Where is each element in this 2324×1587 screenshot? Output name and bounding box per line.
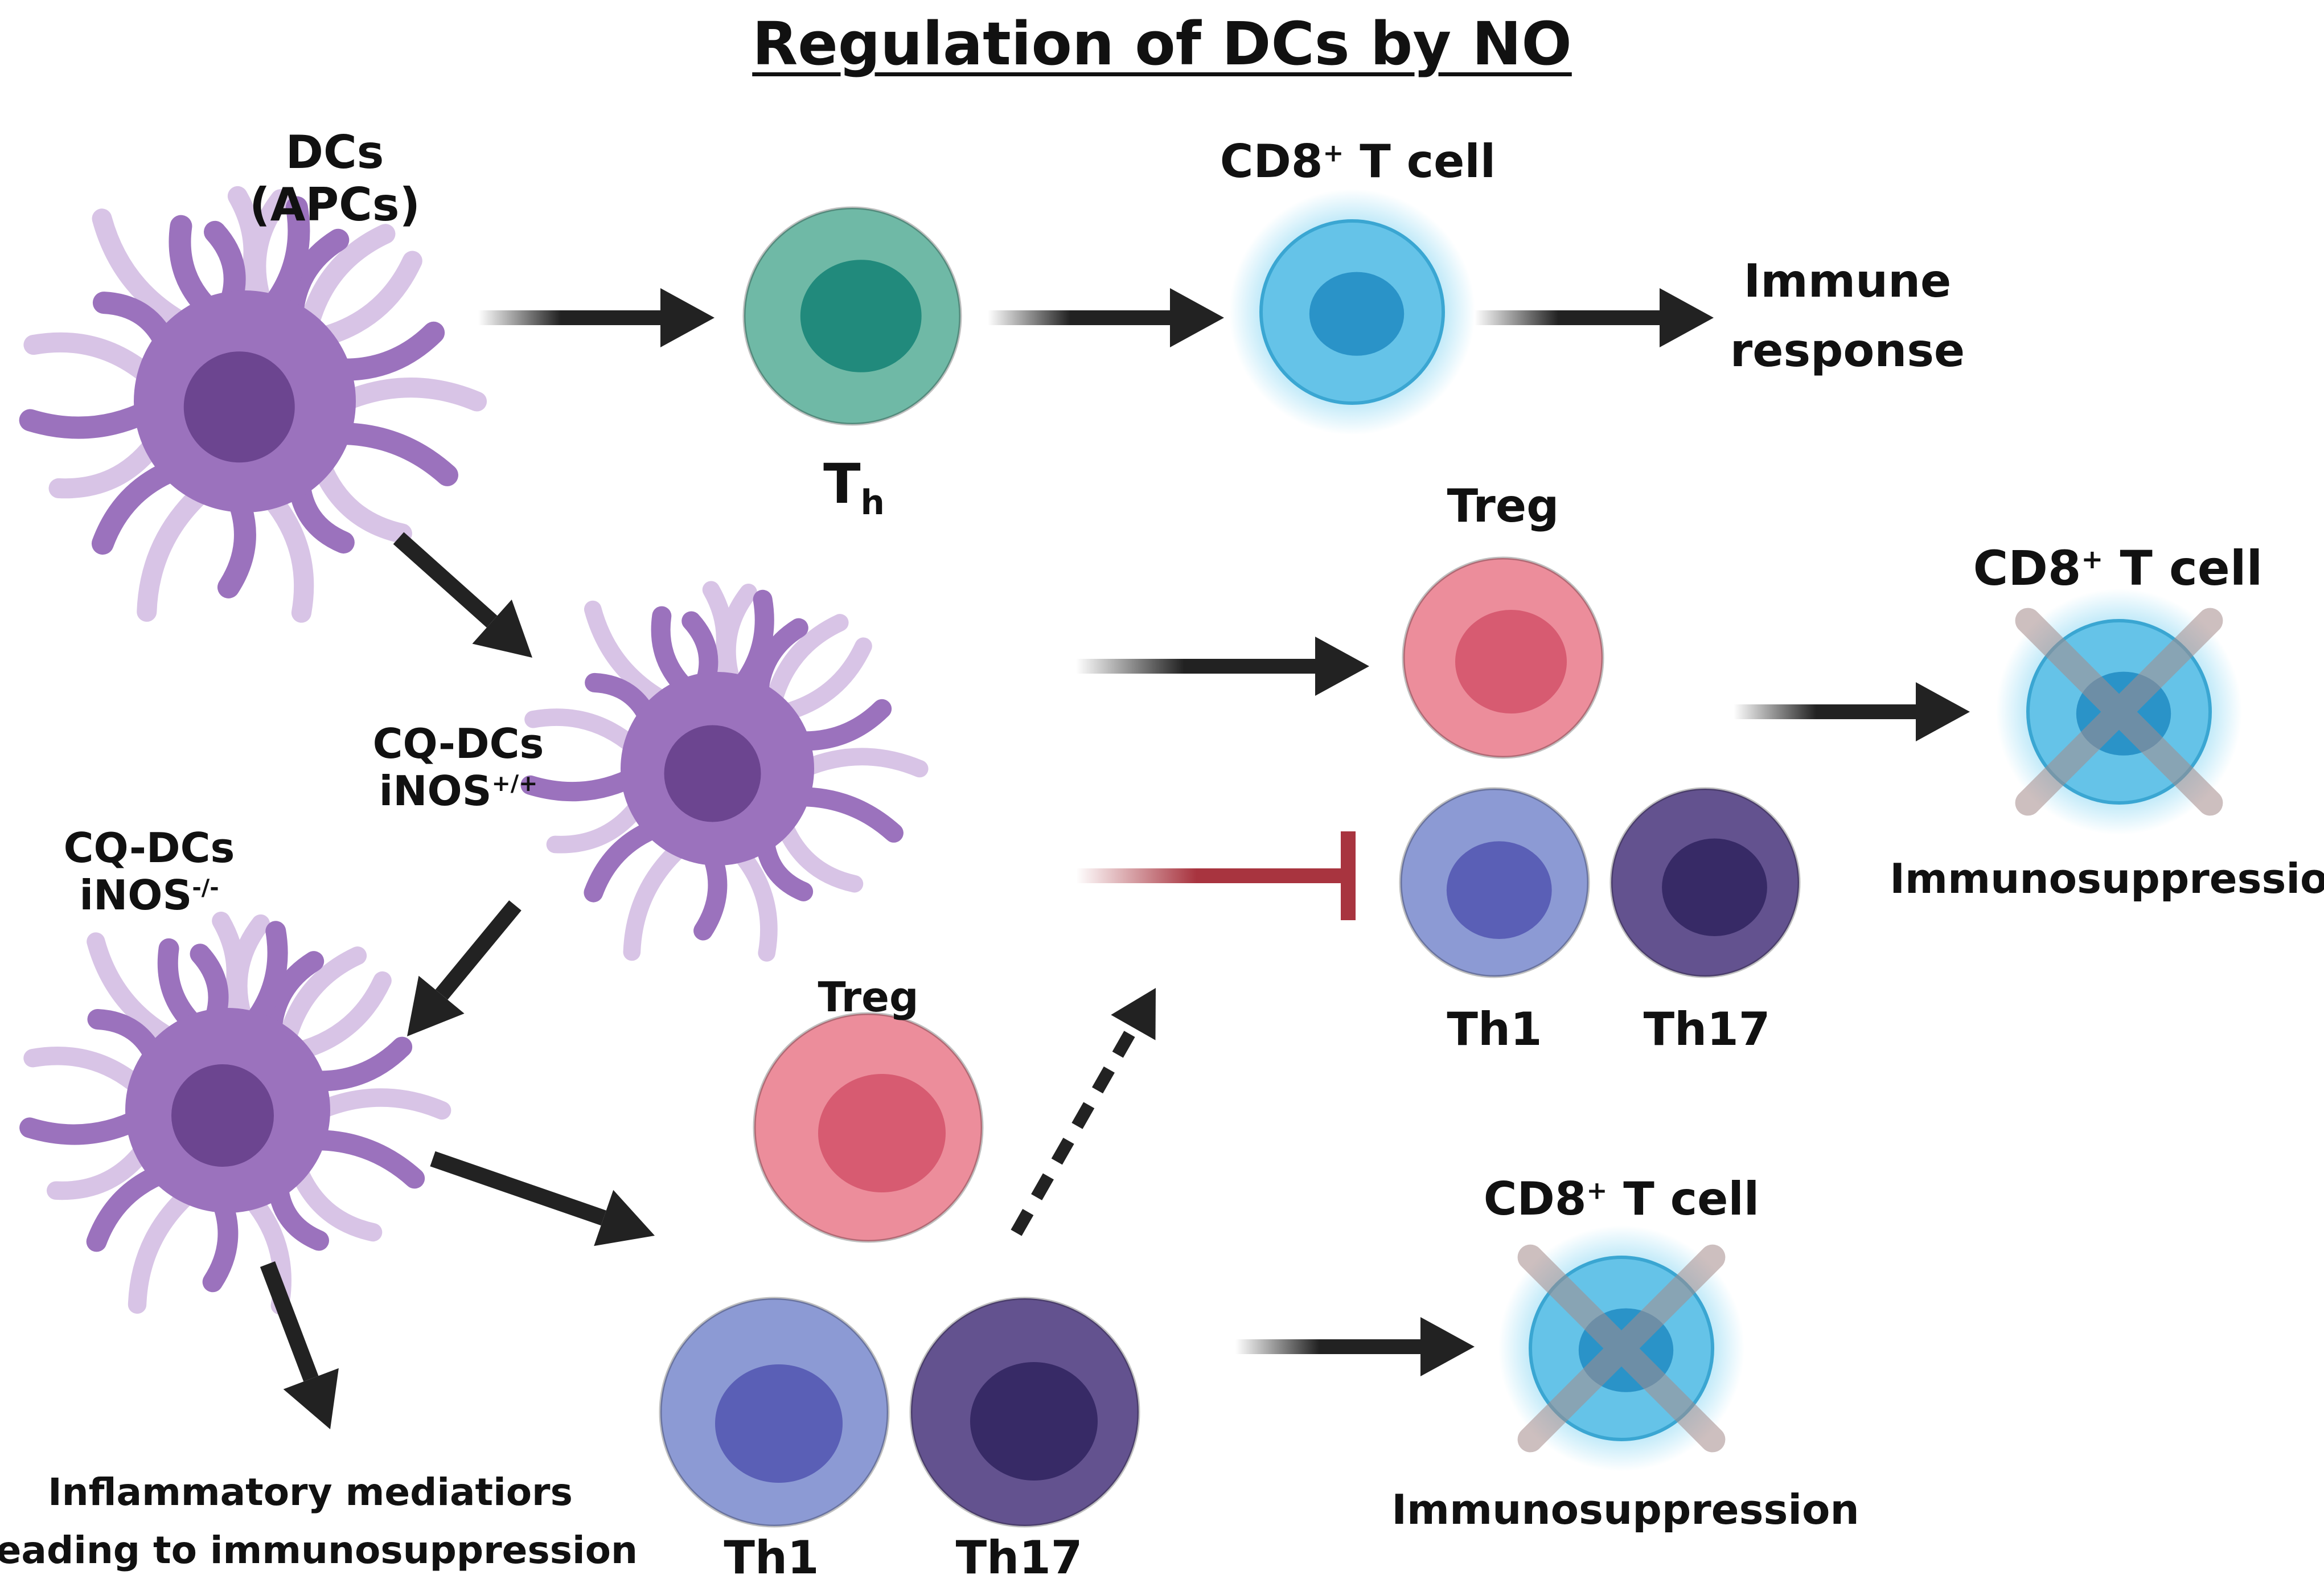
arrow-icon [988,288,1224,347]
diagram-title: Regulation of DCs by NO [752,9,1572,79]
arrow-icon [1475,288,1714,347]
t-cell-icon [1229,189,1475,435]
th-label: Th [823,452,885,523]
arrow-icon [430,1151,655,1246]
t-cell-icon [753,1012,984,1243]
arrow-icon [1734,682,1970,741]
th1-mid-label: Th1 [1447,1003,1542,1056]
t-cell-icon [1996,589,2242,835]
cross-icon [2015,608,2223,816]
arrow-icon [260,1261,339,1429]
immunosuppression-right-label: Immunosuppression [1890,855,2324,903]
t-cell-icon [1402,556,1604,759]
t-cell-icon [659,1297,890,1528]
arrow-icon [478,288,715,347]
t-cell-icon [1399,787,1590,978]
cqdc-inos-pos-label: CQ-DCs iNOS+/+ [372,720,544,815]
immune-response-label: Immune response [1730,255,1965,377]
th1-low-label: Th1 [724,1531,819,1584]
immunosuppression-low-label: Immunosuppression [1391,1486,1859,1533]
treg-low-label: Treg [818,973,919,1021]
t-cell-icon [1498,1225,1744,1471]
cd8-low-label: CD8+ T cell [1483,1172,1760,1225]
dendritic-cell-icon [19,186,487,623]
t-cell-icon [909,1297,1140,1528]
cross-icon [1517,1244,1726,1453]
dcs-label: DCs (APCs) [249,126,420,231]
th17-low-label: Th17 [955,1531,1083,1584]
th17-mid-label: Th17 [1643,1003,1771,1056]
arrow-icon [1235,1317,1475,1376]
t-cell-icon [742,206,962,426]
cd8-right-label: CD8+ T cell [1973,540,2263,596]
dendritic-cell-icon [520,581,929,962]
arrow-icon [407,900,522,1036]
cd8-top-label: CD8+ T cell [1220,135,1496,188]
treg-mid-label: Treg [1447,479,1559,532]
arrow-icon [1076,637,1369,696]
arrow-icon [393,532,532,658]
dendritic-cell-icon [19,912,451,1315]
cqdc-inos-neg-label: CQ-DCs iNOS-/- [63,824,235,919]
arrow-icon [1011,988,1156,1236]
inflammatory-mediators-label: Inflammatory mediatiors leading to immun… [0,1470,638,1573]
t-cell-icon [1609,787,1801,978]
inhibition-icon [1076,831,1356,920]
